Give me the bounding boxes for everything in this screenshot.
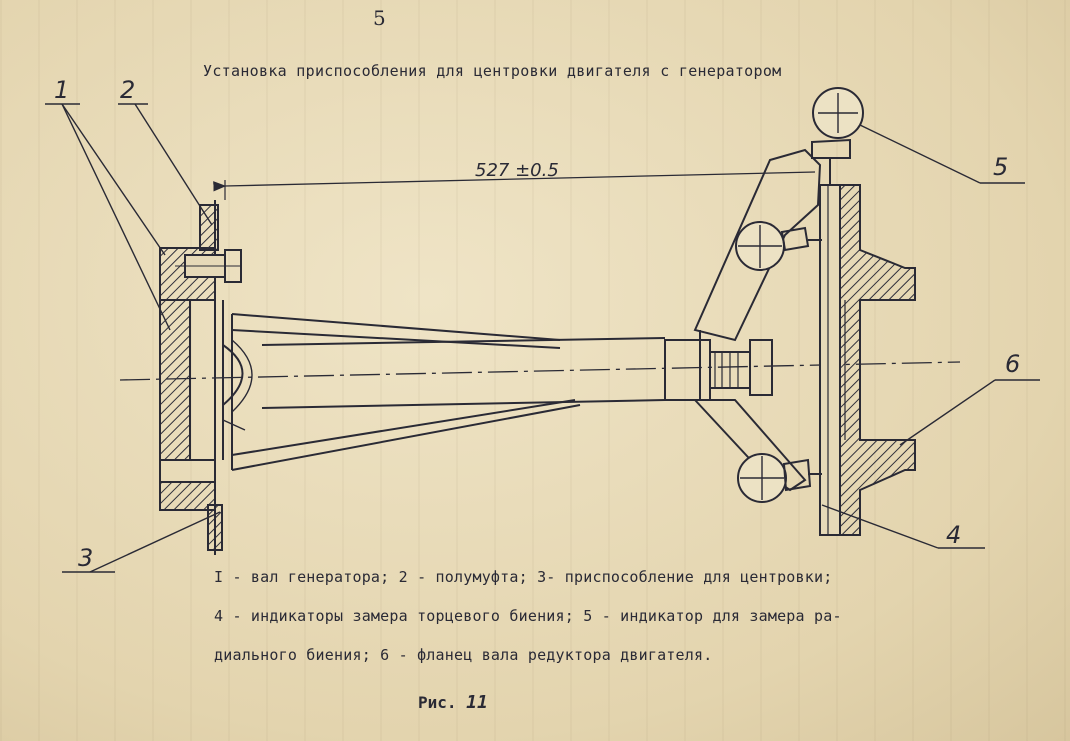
diagram-title: Установка приспособления для центровки д…	[203, 62, 782, 80]
figure-caption: Рис. 11	[418, 692, 488, 713]
centering-fixture	[231, 313, 581, 471]
legend-line-1: I - вал генератора; 2 - полумуфта; 3- пр…	[214, 568, 833, 586]
drawing-lines	[45, 87, 1040, 573]
callout-5: 5	[993, 153, 1008, 181]
radial-indicator	[811, 87, 864, 185]
callout-2: 2	[120, 76, 135, 104]
flange-bolt	[175, 249, 242, 283]
dimension-line	[213, 171, 816, 200]
reducer-flange	[819, 184, 916, 536]
generator-shaft-flange	[159, 200, 224, 555]
legend-line-3: диального биения; 6 - фланец вала редукт…	[214, 646, 713, 664]
figure-number: 11	[466, 692, 488, 713]
figure-label: Рис.	[418, 693, 457, 712]
page-number: 5	[373, 6, 386, 30]
indicator-bracket	[692, 148, 822, 492]
dimension-label: 527 ±0.5	[475, 160, 559, 181]
shaft	[261, 337, 773, 409]
face-indicator-upper	[735, 221, 822, 271]
half-coupling	[222, 344, 244, 406]
callout-4: 4	[946, 521, 961, 549]
face-indicator-lower	[737, 453, 822, 503]
legend-line-2: 4 - индикаторы замера торцевого биения; …	[214, 607, 842, 625]
leader-lines	[45, 103, 1040, 573]
callout-1: 1	[54, 76, 69, 104]
callout-labels: 1 2 3 4 5 6 527 ±0.5	[54, 76, 1020, 572]
callout-6: 6	[1005, 350, 1020, 378]
callout-3: 3	[78, 544, 93, 572]
